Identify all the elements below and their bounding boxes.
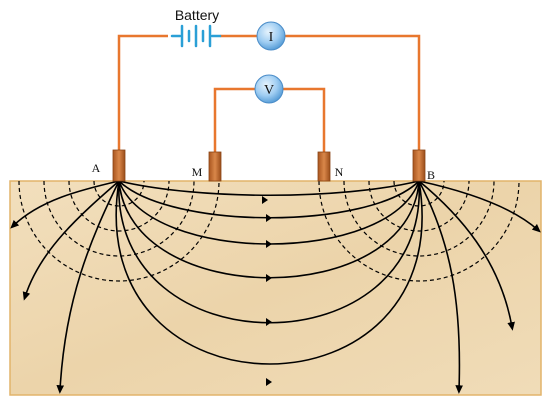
ammeter-label: I	[269, 30, 274, 45]
battery-icon	[170, 24, 222, 48]
electrode-m	[208, 151, 222, 182]
electrode-b-label: B	[427, 168, 435, 182]
equipotential-lines-a	[18, 180, 220, 282]
circuit-wires	[117, 34, 421, 155]
battery-label: Battery	[175, 7, 219, 23]
electrode-n	[317, 151, 331, 182]
electrode-a-label: A	[92, 161, 101, 175]
electrode-a	[112, 149, 126, 182]
electrode-b	[412, 149, 426, 182]
voltmeter-label: V	[264, 83, 274, 98]
electrode-m-label: M	[192, 165, 203, 179]
voltmeter-icon	[254, 74, 284, 104]
current-arrows	[262, 196, 272, 386]
current-lines-outward-a	[10, 180, 120, 394]
ammeter-icon	[256, 21, 286, 51]
electrode-n-label: N	[335, 165, 344, 179]
ground-block	[9, 180, 542, 396]
current-lines-outward-b	[418, 180, 541, 394]
equipotential-lines-b	[318, 180, 520, 282]
